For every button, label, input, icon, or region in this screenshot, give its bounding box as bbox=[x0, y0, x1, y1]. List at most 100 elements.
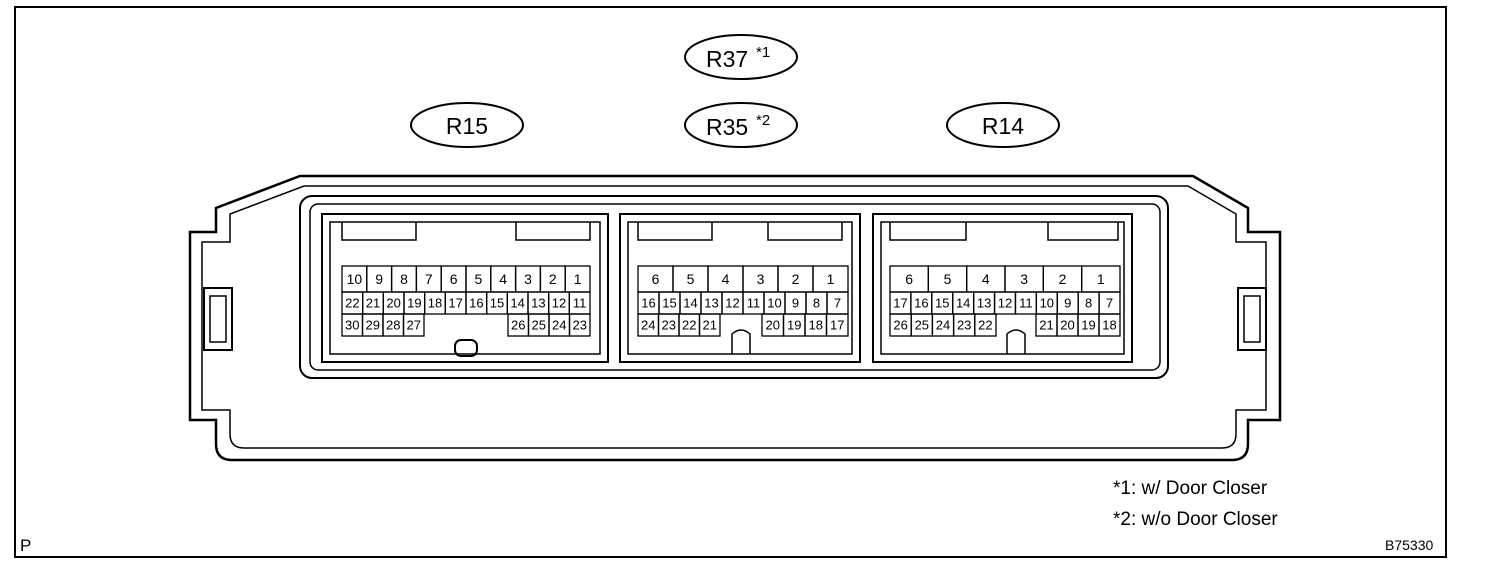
r15-row3-left-pin-label: 28 bbox=[386, 318, 400, 333]
svg-text:R15: R15 bbox=[446, 113, 488, 139]
connector-housing bbox=[188, 174, 1282, 462]
r14-row3-right-cell bbox=[1098, 313, 1121, 337]
r14-row3-left-pin-label: 22 bbox=[978, 318, 992, 333]
r35_r37-row2-pin-label: 14 bbox=[683, 296, 697, 311]
r15-row2-pin-label: 18 bbox=[428, 296, 442, 311]
r35_r37-row1-pin-label: 2 bbox=[792, 271, 800, 287]
note-door-closer: *1: w/ Door Closer bbox=[1113, 478, 1268, 499]
r15-row2-pin-label: 22 bbox=[345, 296, 359, 311]
r14-row2-pin-label: 15 bbox=[935, 296, 949, 311]
r15-row3-right-cell bbox=[568, 313, 591, 337]
r14-row3-left-pin-label: 25 bbox=[915, 318, 929, 333]
r35_r37-row3-left-pin-label: 23 bbox=[662, 318, 676, 333]
r15-row1-pin-label: 4 bbox=[499, 271, 507, 287]
r35_r37-row3-right-pin-label: 17 bbox=[830, 318, 844, 333]
r35_r37-row3-right-cell bbox=[825, 313, 849, 337]
r14-row2-pin-label: 10 bbox=[1040, 296, 1054, 311]
r15-row3-left-pin-label: 29 bbox=[366, 318, 380, 333]
r14-row1-pin-label: 4 bbox=[982, 271, 990, 287]
r35_r37-row1-pin-label: 3 bbox=[757, 271, 765, 287]
r14-row1-pin-label: 2 bbox=[1059, 271, 1067, 287]
locking-oval bbox=[454, 339, 478, 357]
r14-row3-right-pin-label: 18 bbox=[1102, 318, 1116, 333]
svg-text:R35: R35 bbox=[706, 114, 748, 140]
r35_r37-row3-right-pin-label: 20 bbox=[766, 318, 780, 333]
label-r14: R14 bbox=[946, 102, 1060, 148]
r35_r37-row2-pin-label: 12 bbox=[725, 296, 739, 311]
r14-row1-pin-label: 3 bbox=[1020, 271, 1028, 287]
r15-row2-pin-label: 12 bbox=[552, 296, 566, 311]
r14-row2-pin-label: 17 bbox=[893, 296, 907, 311]
r35_r37-row2-pin-label: 11 bbox=[747, 296, 761, 311]
r15-row1-pin-label: 10 bbox=[347, 271, 363, 287]
r14-row3-left-pin-label: 24 bbox=[936, 318, 950, 333]
r35_r37-row2-pin-label: 8 bbox=[813, 296, 820, 311]
r14-row1-pin-label: 6 bbox=[905, 271, 913, 287]
keying-notch bbox=[1006, 329, 1026, 354]
r15-row2-pin-label: 15 bbox=[490, 296, 504, 311]
svg-text:*2: *2 bbox=[756, 112, 770, 129]
r15-row3-right-pin-label: 25 bbox=[532, 318, 546, 333]
r15-row2-pin-label: 11 bbox=[573, 296, 587, 311]
r14-row2-pin-label: 14 bbox=[956, 296, 970, 311]
figure-code: B75330 bbox=[1385, 537, 1434, 553]
r15-row3-left-pin-label: 30 bbox=[345, 318, 359, 333]
r15-row2-pin-label: 14 bbox=[510, 296, 524, 311]
r14-row2-pin-label: 11 bbox=[1019, 296, 1033, 311]
r35_r37-row1-pin-label: 5 bbox=[687, 271, 695, 287]
r35_r37-row3-left-pin-label: 22 bbox=[682, 318, 696, 333]
corner-letter: P bbox=[20, 536, 32, 555]
r35_r37-row3-right-pin-label: 19 bbox=[787, 318, 801, 333]
r35_r37-row2-pin-label: 15 bbox=[662, 296, 676, 311]
r15-row3-left-pin-label: 27 bbox=[407, 318, 421, 333]
r35_r37-row2-pin-label: 9 bbox=[792, 296, 799, 311]
r35_r37-row1-pin-label: 4 bbox=[722, 271, 730, 287]
svg-text:R14: R14 bbox=[982, 113, 1024, 139]
keying-notch bbox=[731, 329, 751, 354]
r35_r37-row2-pin-label: 16 bbox=[641, 296, 655, 311]
label-r37: R37 *1 bbox=[684, 34, 798, 80]
r14-row1-pin-label: 5 bbox=[944, 271, 952, 287]
r35_r37-row1-pin-label: 1 bbox=[827, 271, 835, 287]
r35_r37-row2-pin-label: 13 bbox=[704, 296, 718, 311]
r15-row1-pin-label: 6 bbox=[450, 271, 458, 287]
r15-row3-right-pin-label: 24 bbox=[552, 318, 566, 333]
r14-row3-left-pin-label: 23 bbox=[957, 318, 971, 333]
r15-row1-pin-label: 7 bbox=[425, 271, 433, 287]
r14-row2-pin-label: 7 bbox=[1106, 296, 1113, 311]
r14-row2-pin-label: 9 bbox=[1064, 296, 1071, 311]
r15-row2-pin-label: 19 bbox=[407, 296, 421, 311]
r15-row2-pin-label: 17 bbox=[448, 296, 462, 311]
r14-row3-right-pin-label: 20 bbox=[1060, 318, 1074, 333]
r14-row2-pin-label: 8 bbox=[1085, 296, 1092, 311]
r15-row1-pin-label: 5 bbox=[475, 271, 483, 287]
r14-row3-left-cell bbox=[974, 313, 997, 337]
r35_r37-row2-pin-label: 10 bbox=[767, 296, 781, 311]
r14-row3-right-pin-label: 21 bbox=[1039, 318, 1053, 333]
r35_r37-row1-pin-label: 6 bbox=[652, 271, 660, 287]
r15-row2-pin-label: 20 bbox=[386, 296, 400, 311]
r15-row2-pin-label: 13 bbox=[531, 296, 545, 311]
r35_r37-row3-left-pin-label: 24 bbox=[641, 318, 655, 333]
r15-row3-right-pin-label: 26 bbox=[511, 318, 525, 333]
svg-text:*1: *1 bbox=[756, 44, 770, 61]
r15-row1-pin-label: 2 bbox=[549, 271, 557, 287]
r15-row1-pin-label: 1 bbox=[574, 271, 582, 287]
note-no-door-closer: *2: w/o Door Closer bbox=[1113, 509, 1278, 530]
r15-row3-right-pin-label: 23 bbox=[573, 318, 587, 333]
r14-row1-pin-label: 1 bbox=[1097, 271, 1105, 287]
r35_r37-row2-pin-label: 7 bbox=[834, 296, 841, 311]
r15-row1-pin-label: 9 bbox=[375, 271, 383, 287]
r15-row1-pin-label: 8 bbox=[400, 271, 408, 287]
r14-row2-pin-label: 16 bbox=[914, 296, 928, 311]
r15-row2-pin-label: 16 bbox=[469, 296, 483, 311]
r14-row3-left-pin-label: 26 bbox=[893, 318, 907, 333]
label-r15: R15 bbox=[410, 102, 524, 148]
r15-row1-pin-label: 3 bbox=[524, 271, 532, 287]
svg-text:R37: R37 bbox=[706, 46, 748, 72]
